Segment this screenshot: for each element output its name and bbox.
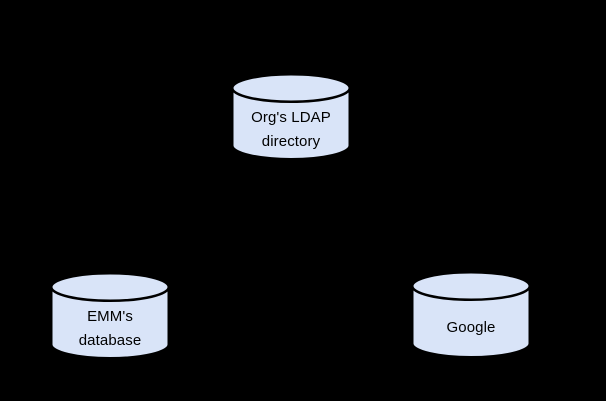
node-emms-database: EMM's database [50, 272, 170, 360]
node-orgs-ldap-directory: Org's LDAP directory [231, 73, 351, 161]
node-label-line: EMM's [87, 308, 133, 325]
cylinder-cap [232, 74, 350, 102]
cylinder-body [51, 287, 169, 359]
node-google: Google [411, 271, 531, 359]
node-label: Google [411, 299, 531, 357]
cylinder-body [232, 88, 350, 160]
cylinder-body-outline [231, 86, 351, 161]
node-label: Org's LDAP directory [231, 101, 351, 159]
database-cylinder-icon [50, 272, 170, 360]
node-label-line: Google [446, 319, 496, 336]
cylinder-cap [412, 272, 530, 300]
cylinder-cap-outline [231, 73, 351, 103]
node-label: EMM's database [50, 300, 170, 358]
cylinder-body-outline [411, 284, 531, 359]
cylinder-cap-outline [411, 271, 531, 301]
cylinder-body-outline [50, 285, 170, 360]
node-label-line: Org's LDAP [251, 109, 331, 126]
cylinder-cap-outline [50, 272, 170, 302]
cylinder-body [412, 286, 530, 358]
database-cylinder-icon [411, 271, 531, 359]
node-label-line: directory [261, 133, 321, 150]
cylinder-cap [51, 273, 169, 301]
node-label-line: database [78, 332, 142, 349]
database-cylinder-icon [231, 73, 351, 161]
